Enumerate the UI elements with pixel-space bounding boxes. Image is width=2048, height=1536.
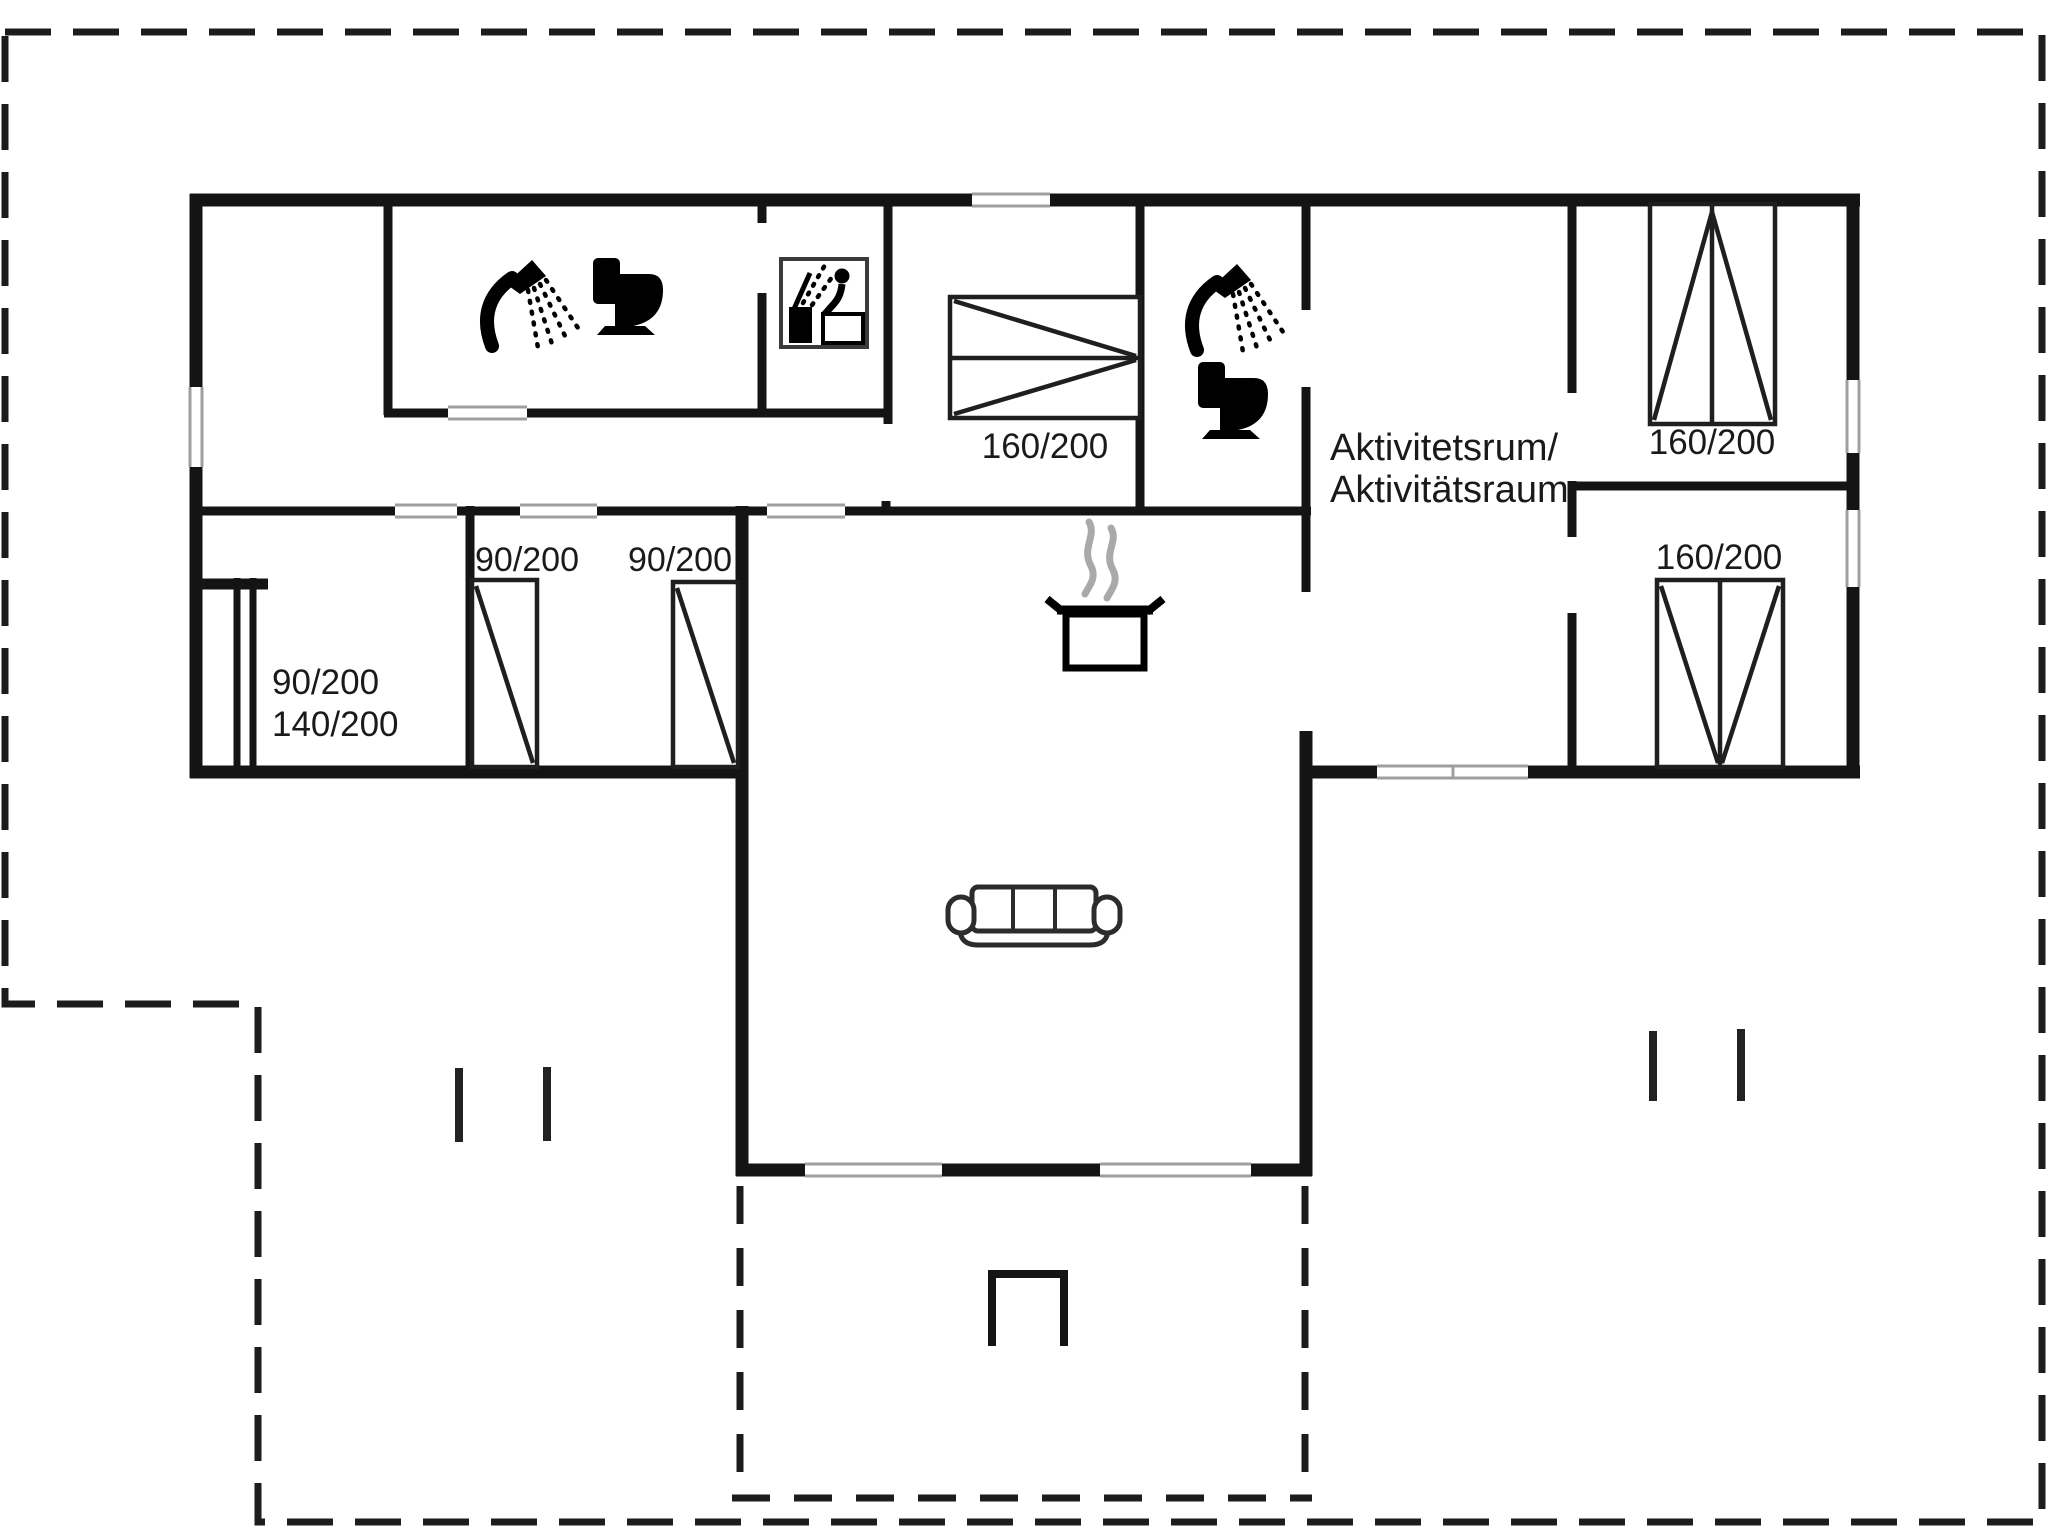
grill-icon xyxy=(988,1270,1068,1346)
bed-single-2 xyxy=(670,579,741,770)
post-icon xyxy=(1737,1029,1745,1101)
toilet-icon-1 xyxy=(593,258,663,335)
interior-walls xyxy=(192,196,1858,772)
bed-double-mid-right xyxy=(1654,577,1786,770)
bed-label-middle: 160/200 xyxy=(982,427,1109,466)
sofa-icon xyxy=(948,887,1120,945)
bed-label-mid-right: 160/200 xyxy=(1656,538,1783,577)
beds xyxy=(469,201,1786,770)
room-label-activity-line2: Aktivitätsraum xyxy=(1330,469,1569,511)
toilet-icon-2 xyxy=(1198,362,1268,439)
left-room-bed-label-2: 140/200 xyxy=(272,705,399,744)
sauna-icon xyxy=(781,259,867,347)
post-icon xyxy=(455,1068,463,1142)
bed-label-single-2: 90/200 xyxy=(628,541,732,579)
post-icon xyxy=(543,1067,551,1141)
shower-icon-1 xyxy=(487,260,578,348)
left-room-bed-label-1: 90/200 xyxy=(272,663,379,702)
bed-double-top-right xyxy=(1647,201,1778,427)
bed-double-middle xyxy=(947,294,1143,421)
room-label-activity-line1: Aktivitetsrum/ xyxy=(1330,427,1558,469)
cooking-pot-icon xyxy=(1047,522,1163,668)
terrace-outline-dashed xyxy=(732,1186,1312,1502)
bed-single-1 xyxy=(469,577,540,770)
bed-label-top-right: 160/200 xyxy=(1649,423,1776,462)
property-boundary-dashed xyxy=(1,28,2046,1526)
shower-icon-2 xyxy=(1192,264,1283,352)
post-icon xyxy=(1649,1031,1657,1101)
window-marks xyxy=(188,192,1861,1178)
bed-label-single-1: 90/200 xyxy=(475,541,579,579)
pergola-posts xyxy=(455,1029,1745,1142)
